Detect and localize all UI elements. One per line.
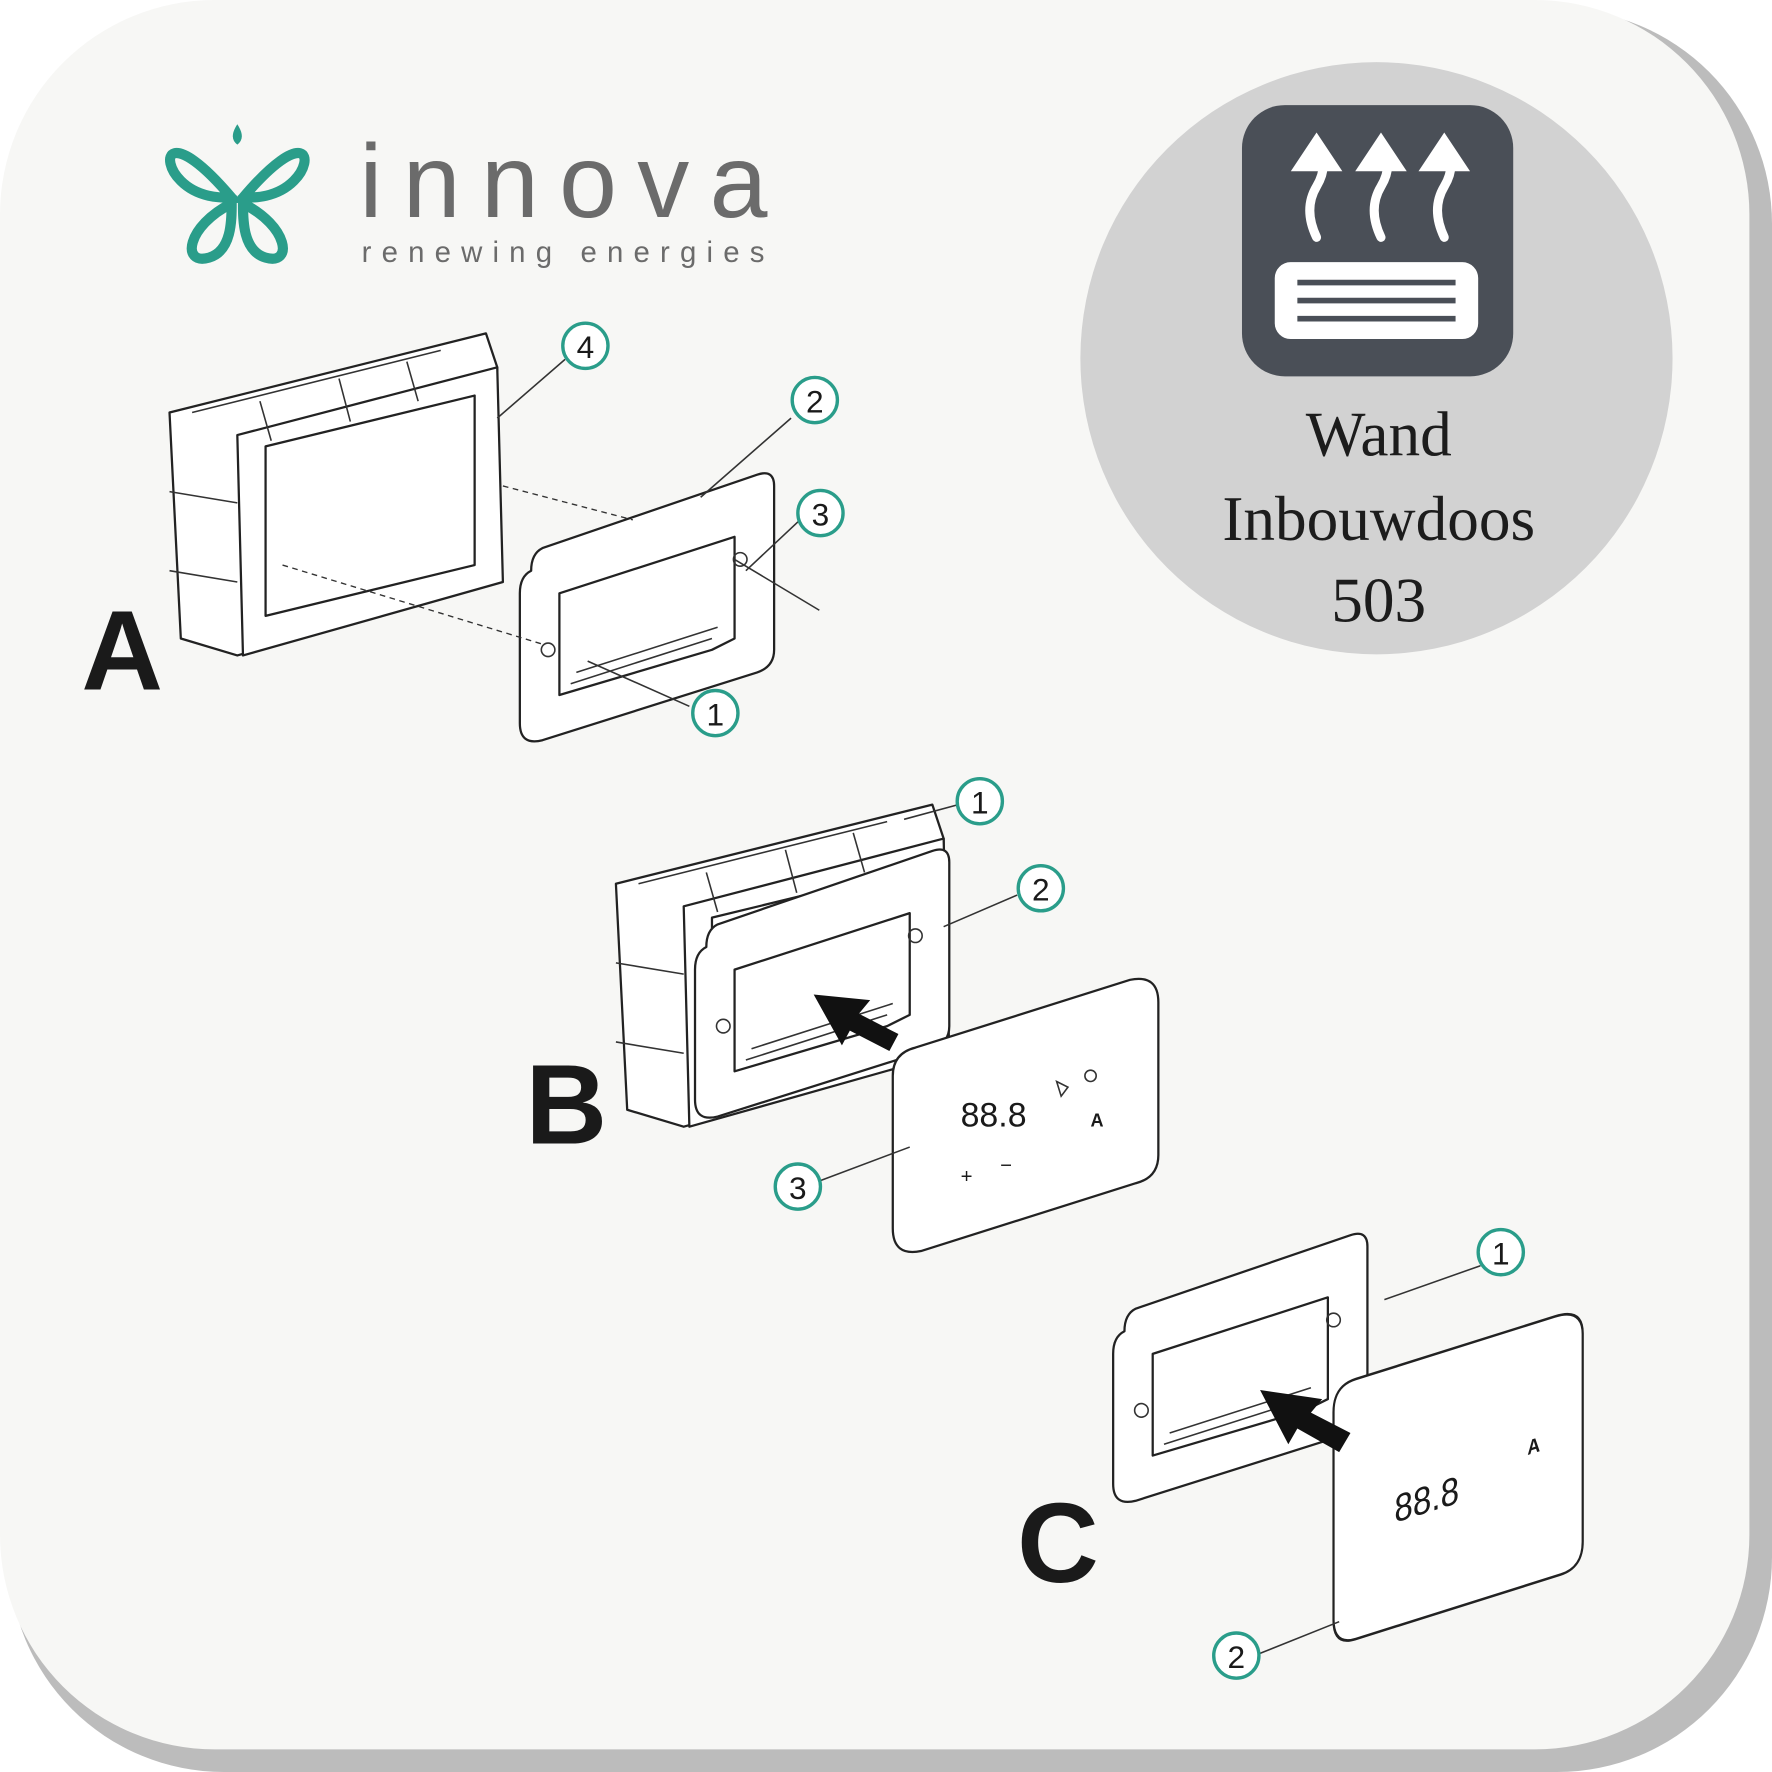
callout-b-3: 3 xyxy=(789,1170,807,1206)
callout-b-1: 1 xyxy=(971,785,989,821)
radiator-heat-icon xyxy=(1241,105,1514,377)
innova-logo: innova renewing energies xyxy=(165,124,787,269)
callout-a-2: 2 xyxy=(806,383,824,419)
step-label-a: A xyxy=(81,587,163,713)
step-label-c: C xyxy=(1017,1480,1099,1606)
butterfly-logo-icon xyxy=(165,124,310,264)
callout-a-4: 4 xyxy=(577,329,595,365)
callout-c-1: 1 xyxy=(1492,1236,1510,1272)
auto-glyph-c: A xyxy=(1527,1433,1540,1460)
step-b: B 1 2 3 xyxy=(525,776,1160,1254)
logo-tagline: renewing energies xyxy=(362,236,775,269)
badge-line-2: Inbouwdoos xyxy=(1222,484,1535,554)
logo-name: innova xyxy=(359,124,787,240)
insert-arrow-icon xyxy=(1260,1390,1351,1453)
callout-a-3: 3 xyxy=(812,496,830,532)
callout-c-2: 2 xyxy=(1228,1639,1246,1675)
callout-a-1: 1 xyxy=(707,697,725,733)
callout-b-2: 2 xyxy=(1032,872,1050,908)
step-label-b: B xyxy=(525,1042,607,1168)
step-a: A 4 2 3 1 xyxy=(81,321,845,743)
badge-line-1: Wand xyxy=(1306,399,1452,469)
step-c: 88.8 A C 1 2 xyxy=(1017,1227,1584,1680)
product-badge: Wand Inbouwdoos 503 xyxy=(1080,62,1673,655)
insert-arrow-icon xyxy=(813,994,899,1051)
badge-line-3: 503 xyxy=(1331,566,1426,636)
